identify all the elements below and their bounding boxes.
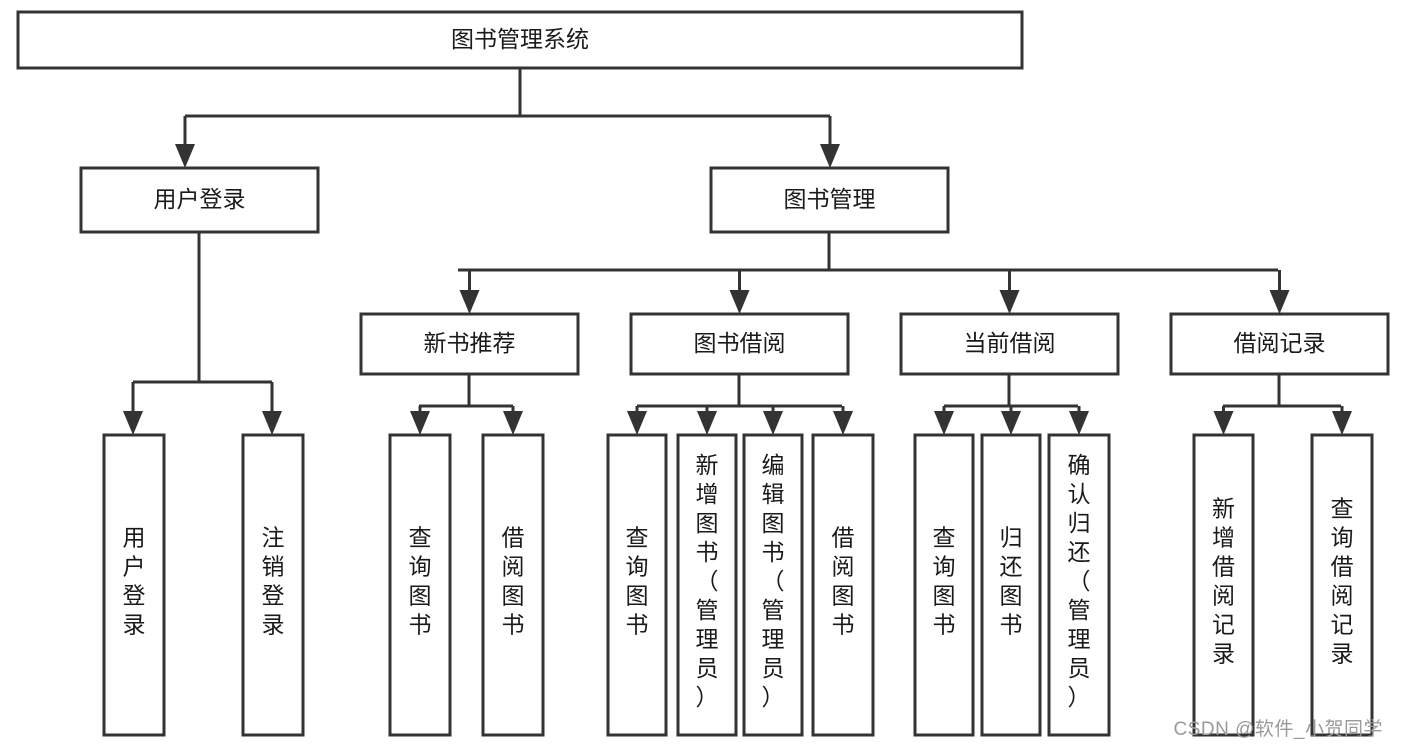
root-to-manage-arrowhead [820,144,840,168]
node-root-rect[interactable] [16,10,1024,70]
node-level3-3-rect[interactable] [1169,312,1390,376]
node-leaf-5-rect[interactable] [676,433,738,737]
node-level3-3[interactable]: 借阅记录 [1169,312,1390,376]
node-leaf-4-rect[interactable] [606,433,668,737]
node-leaf-8-rect[interactable] [913,433,975,737]
login-to-leaf-2-arrowhead [262,411,282,435]
node-leaf-11-label: 新增借阅记录 [1212,496,1235,667]
node-leaf-3-rect[interactable] [481,433,545,737]
node-leaf-8[interactable]: 查询图书 [913,433,975,737]
node-leaf-4[interactable]: 查询图书 [606,433,668,737]
node-leaf-2-rect[interactable] [388,433,452,737]
node-level3-1-label: 图书借阅 [694,330,786,356]
node-level3-1-rect[interactable] [629,312,850,376]
record-to-leaf-1-arrowhead [1332,411,1352,435]
record-to-leaf-0-arrowhead [1213,411,1234,435]
node-leaf-1-rect[interactable] [241,433,305,737]
current-to-leaf-1-arrowhead [1001,411,1021,435]
node-level3-0-label: 新书推荐 [424,330,516,356]
node-level3-0-rect[interactable] [359,312,580,376]
node-leaf-5-label: 新增图书（管理员） [696,452,719,710]
node-leaf-0-rect[interactable] [102,433,166,737]
node-leaf-12-rect[interactable] [1310,433,1374,737]
node-leaf-2[interactable]: 查询图书 [388,433,452,737]
node-layer: 图书管理系统用户登录图书管理新书推荐图书借阅当前借阅借阅记录用户登录注销登录查询… [16,10,1390,737]
borrow-to-leaf-3-arrowhead [833,411,853,435]
node-leaf-7[interactable]: 借阅图书 [811,433,875,737]
node-leaf-9[interactable]: 归还图书 [980,433,1042,737]
node-leaf-8-label: 查询图书 [933,525,956,638]
current-to-leaf-0-arrowhead [934,411,954,435]
node-level3-0[interactable]: 新书推荐 [359,312,580,376]
node-level2-0[interactable]: 用户登录 [79,166,320,234]
node-level3-3-label: 借阅记录 [1234,330,1326,356]
csdn-watermark: CSDN @软件_小贺同学 [1173,719,1383,740]
node-leaf-11-rect[interactable] [1192,433,1255,737]
node-level2-0-rect[interactable] [79,166,320,234]
newbook-to-leaf-1-arrowhead [503,411,523,435]
node-leaf-0[interactable]: 用户登录 [102,433,166,737]
node-leaf-6-rect[interactable] [742,433,804,737]
current-to-leaf-2-arrowhead [1069,411,1089,435]
node-leaf-2-label: 查询图书 [409,525,432,638]
node-leaf-6[interactable]: 编辑图书（管理员） [742,433,804,737]
connector-layer [123,68,1352,435]
node-leaf-10-label: 确认归还（管理员） [1068,452,1091,710]
node-leaf-4-label: 查询图书 [626,525,649,638]
node-leaf-7-label: 借阅图书 [832,525,855,638]
node-level3-2-label: 当前借阅 [964,330,1056,356]
node-leaf-1[interactable]: 注销登录 [241,433,305,737]
node-level3-2[interactable]: 当前借阅 [899,312,1120,376]
node-leaf-10-rect[interactable] [1047,433,1111,737]
borrow-to-leaf-0-arrowhead [627,411,647,435]
node-leaf-9-label: 归还图书 [1000,525,1023,638]
node-leaf-0-label: 用户登录 [123,525,146,638]
node-root[interactable]: 图书管理系统 [16,10,1024,70]
manage-to-level3-0-arrowhead [459,290,480,314]
node-level2-0-label: 用户登录 [154,186,246,212]
node-leaf-7-rect[interactable] [811,433,875,737]
node-level2-1-label: 图书管理 [784,186,876,212]
node-leaf-11[interactable]: 新增借阅记录 [1192,433,1255,737]
node-root-label: 图书管理系统 [451,26,589,52]
node-leaf-3-label: 借阅图书 [502,525,525,638]
manage-to-level3-2-arrowhead [999,290,1020,314]
node-leaf-12[interactable]: 查询借阅记录 [1310,433,1374,737]
node-level2-1-rect[interactable] [709,166,950,234]
node-level3-2-rect[interactable] [899,312,1120,376]
node-level2-1[interactable]: 图书管理 [709,166,950,234]
borrow-to-leaf-1-arrowhead [697,411,717,435]
node-level3-1[interactable]: 图书借阅 [629,312,850,376]
node-leaf-5[interactable]: 新增图书（管理员） [676,433,738,737]
node-leaf-3[interactable]: 借阅图书 [481,433,545,737]
borrow-to-leaf-2-arrowhead [763,411,783,435]
root-to-login-arrowhead [175,144,195,168]
newbook-to-leaf-0-arrowhead [410,411,430,435]
node-leaf-9-rect[interactable] [980,433,1042,737]
node-leaf-12-label: 查询借阅记录 [1331,496,1354,667]
node-leaf-6-label: 编辑图书（管理员） [762,452,785,710]
manage-to-level3-3-arrowhead [1269,290,1290,314]
login-to-leaf-1-arrowhead [123,411,143,435]
node-leaf-10[interactable]: 确认归还（管理员） [1047,433,1111,737]
manage-to-level3-1-arrowhead [729,290,750,314]
node-leaf-1-label: 注销登录 [262,525,285,638]
